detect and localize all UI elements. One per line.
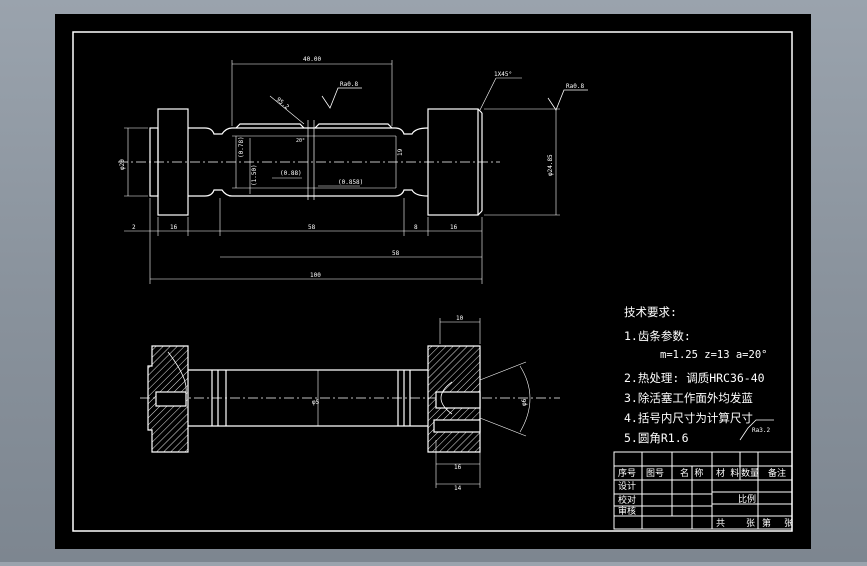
dim-bottom-a: 2 (132, 224, 136, 231)
small-angle: 20° (296, 138, 305, 144)
sv-dim-mid-dia: φ5 (312, 399, 320, 406)
dim-chamfer: 1X45° (494, 71, 512, 78)
top-view (118, 60, 588, 284)
dim-bottom-f: 58 (392, 250, 400, 257)
tb-scale: 比例 (738, 493, 756, 505)
dim-mid1: (0.78) (238, 136, 245, 158)
tb-col-seq: 序号 (618, 467, 636, 479)
dim-bottom-b: 16 (170, 224, 178, 231)
tb-col-qty: 数量 (741, 467, 759, 479)
dim-mid4: (0.858) (338, 179, 363, 186)
dim-bottom-e: 16 (450, 224, 458, 231)
tb-page: 第 (762, 517, 771, 529)
left-collar (157, 108, 189, 216)
right-chamfer-top (477, 108, 483, 114)
section-shaft (188, 369, 428, 427)
drawing-sheet (55, 14, 811, 549)
tech-line-1b: m=1.25 z=13 a=20° (660, 349, 767, 361)
tb-col-remark: 备注 (768, 467, 786, 479)
sv-dim-right-small: φ6 (521, 398, 528, 406)
tech-line-5: 5.圆角R1.6 (624, 431, 689, 445)
tb-sheet: 张 (746, 518, 755, 529)
tech-line-4: 4.括号内尺寸为计算尺寸 (624, 411, 753, 425)
tb-total: 共 (716, 518, 725, 529)
angle-leader (269, 95, 305, 125)
dim-overall-top: 40.00 (303, 56, 321, 63)
dim-bottom-total: 100 (310, 272, 321, 279)
right-bore (435, 391, 481, 409)
sv-dim-bot-b: 14 (454, 485, 462, 492)
angle-lines (479, 361, 527, 437)
left-curve (167, 351, 187, 393)
shaft-top-edge (188, 127, 429, 135)
rack-teeth (235, 123, 393, 129)
chamfer-leader (479, 77, 497, 111)
tech-line-3: 3.除活塞工作面外均发蓝 (624, 391, 753, 405)
tb-col-material: 材 料 (716, 467, 739, 479)
tb-row-check: 校对 (618, 494, 636, 506)
dim-height-mid: 19 (397, 148, 404, 156)
title-block (613, 451, 793, 530)
section-view (140, 318, 774, 488)
right-pocket (433, 419, 481, 433)
tb-col-drawing: 图号 (646, 468, 664, 479)
roughness-symbol-left (321, 87, 362, 109)
left-bore (155, 391, 187, 407)
title-block-text: 序号 图号 名 称 材 料 数量 备注 设计 校对 审核 比例 共 张 第 张 (618, 467, 793, 529)
drawing-border (72, 31, 793, 532)
tb-row-approve: 审核 (618, 505, 636, 517)
right-curve (440, 381, 453, 415)
shaft-bottom-edge (188, 189, 429, 197)
sv-roughness: Ra3.2 (752, 427, 770, 434)
title-block-frame (613, 451, 793, 530)
roughness-symbol-right (547, 89, 588, 111)
dim-bottom-d: 8 (414, 224, 418, 231)
sv-dim-bot-a: 16 (454, 464, 462, 471)
right-collar (427, 108, 479, 216)
right-chamfer-bot (477, 210, 483, 216)
tech-title: 技术要求: (624, 305, 677, 319)
roughness-label-right: Ra0.8 (566, 83, 584, 90)
roughness-symbol-section (739, 419, 774, 441)
tb-page-unit: 张 (784, 518, 793, 529)
dim-mid2: (1.50) (251, 164, 258, 186)
tech-requirements: 技术要求: 1.齿条参数: m=1.25 z=13 a=20° 2.热处理: 调… (624, 305, 767, 445)
roughness-label-left: Ra0.8 (340, 81, 358, 88)
tech-line-2: 2.热处理: 调质HRC36-40 (624, 371, 765, 385)
dim-mid3: (0.88) (280, 170, 302, 177)
sv-dim-top-width: 10 (456, 315, 464, 322)
tech-line-1: 1.齿条参数: (624, 329, 691, 343)
dim-bottom-c: 58 (308, 224, 316, 231)
dim-left-dia: φ20 (119, 159, 126, 170)
angle-arc (519, 365, 531, 433)
dim-right-dia: φ24.85 (547, 154, 554, 176)
tb-row-design: 设计 (618, 480, 636, 492)
tb-col-name: 名 称 (680, 467, 703, 479)
